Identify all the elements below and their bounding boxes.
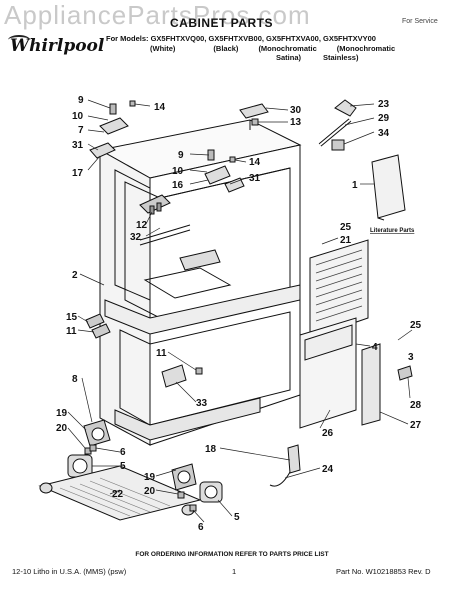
models-line: For Models: GX5FHTXVQ00, GX5FHTXVB00, GX… xyxy=(106,34,376,43)
literature-parts-label: Literature Parts xyxy=(370,228,415,234)
callout: 32 xyxy=(130,232,142,243)
callout: 21 xyxy=(340,235,352,246)
ordering-note: FOR ORDERING INFORMATION REFER TO PARTS … xyxy=(135,551,329,558)
callout: 7 xyxy=(78,125,84,136)
callout: 12 xyxy=(136,220,148,231)
leveler-left xyxy=(67,444,97,478)
callout: 13 xyxy=(290,117,302,128)
callout: 26 xyxy=(322,428,334,439)
floor-bracket xyxy=(161,364,203,388)
callout: 34 xyxy=(378,128,390,139)
callout: 31 xyxy=(72,140,84,151)
callout: 29 xyxy=(378,113,390,124)
variant-monochromatic-1: (Monochromatic xyxy=(258,44,317,53)
drain-tube xyxy=(269,444,301,487)
callout: 17 xyxy=(72,168,84,179)
callout: 19 xyxy=(56,408,68,419)
cabinet-shell xyxy=(98,119,302,446)
variant-stainless: Stainless) xyxy=(323,53,359,62)
variant-satina: Satina) xyxy=(276,53,302,62)
side-panel xyxy=(361,343,381,426)
brand-logo: Whirlpool xyxy=(10,36,105,56)
callout: 22 xyxy=(112,489,124,500)
callout: 23 xyxy=(378,99,390,110)
roller-left xyxy=(83,419,111,455)
page-number: 1 xyxy=(232,567,237,576)
callout: 14 xyxy=(154,102,166,113)
callout: 28 xyxy=(410,400,422,411)
clip-28 xyxy=(397,365,413,381)
callout: 5 xyxy=(120,461,126,472)
model-variants-line2: Satina) Stainless) xyxy=(276,53,358,62)
water-tube-assembly xyxy=(318,99,357,151)
callout: 5 xyxy=(234,512,240,523)
callout: 11 xyxy=(66,326,77,337)
leveler-right xyxy=(189,481,223,512)
rear-panel xyxy=(299,317,357,429)
callout: 11 xyxy=(156,348,167,359)
literature-book xyxy=(371,154,406,221)
callout: 14 xyxy=(249,157,261,168)
callout: 24 xyxy=(322,464,334,475)
callout: 9 xyxy=(78,95,84,106)
callout: 20 xyxy=(144,486,156,497)
litho-info: 12-10 Litho in U.S.A. (MMS) (psw) xyxy=(12,567,127,576)
callout: 8 xyxy=(72,374,78,385)
callout: 31 xyxy=(249,173,261,184)
callout: 33 xyxy=(196,398,208,409)
callout: 27 xyxy=(410,420,422,431)
callout: 4 xyxy=(372,342,378,353)
callout: 10 xyxy=(72,111,84,122)
callout: 30 xyxy=(290,105,302,116)
compressor-cover xyxy=(309,239,369,339)
callout: 25 xyxy=(340,222,352,233)
light-assembly xyxy=(139,194,191,246)
part-number: Part No. W10218853 Rev. D xyxy=(336,567,431,576)
callout: 16 xyxy=(172,180,184,191)
leader-lines xyxy=(67,99,413,523)
callout: 15 xyxy=(66,312,78,323)
callout: 1 xyxy=(352,180,358,191)
variant-black: (Black) xyxy=(213,44,239,53)
callout: 25 xyxy=(410,320,422,331)
callout: 2 xyxy=(72,270,78,281)
variant-white: (White) xyxy=(150,44,176,53)
callout: 19 xyxy=(144,472,156,483)
roller-right xyxy=(171,463,197,499)
brand-swoosh-icon xyxy=(8,35,30,45)
base-grille xyxy=(38,465,202,521)
callout: 18 xyxy=(205,444,217,455)
variant-monochromatic-2: (Monochromatic xyxy=(336,44,396,53)
callout: 6 xyxy=(120,447,126,458)
callout: 20 xyxy=(56,423,68,434)
top-hinge-left xyxy=(89,100,136,159)
callout: 3 xyxy=(408,352,414,363)
page-title: CABINET PARTS xyxy=(170,16,273,30)
top-hinge-right xyxy=(204,149,245,193)
watermark: AppliancePartsPros.com xyxy=(4,0,311,30)
callout-labels: 9 14 10 7 31 17 30 13 23 29 34 1 9 14 10… xyxy=(56,95,422,533)
callout: 10 xyxy=(172,166,184,177)
for-reference-label: For Service xyxy=(402,18,438,25)
callout: 6 xyxy=(198,522,204,533)
side-clips xyxy=(85,313,111,339)
callout: 9 xyxy=(178,150,184,161)
model-variants: (White) (Black) (Monochromatic (Monochro… xyxy=(150,44,395,53)
